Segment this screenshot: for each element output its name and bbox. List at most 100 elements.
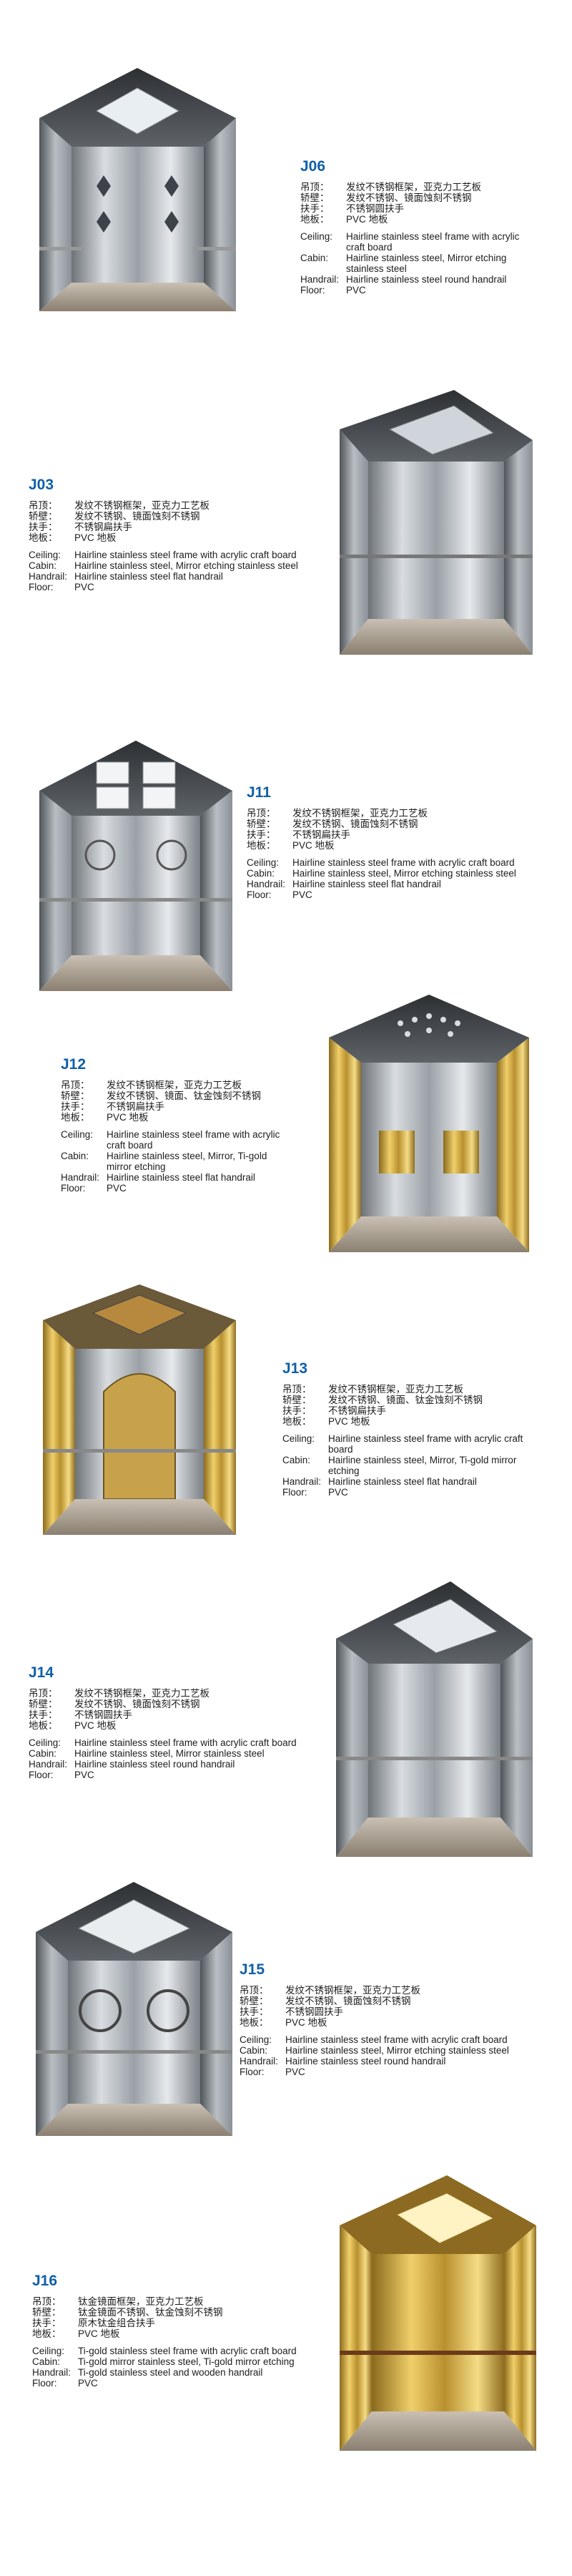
en-value: Hairline stainless steel, Mirror, Ti-gol…	[107, 1151, 267, 1172]
en-value: Ti-gold stainless steel and wooden handr…	[78, 2367, 263, 2378]
cn-value: PVC 地板	[285, 2017, 327, 2028]
en-label: Ceiling:	[32, 2346, 65, 2356]
en-label: Floor:	[61, 1183, 86, 1194]
cabin-image-j13	[43, 1284, 236, 1549]
en-value: Hairline stainless steel round handrail	[346, 274, 507, 285]
cn-label: 扶手：	[282, 1405, 312, 1416]
cn-value: 发纹不锈钢框架，亚克力工艺板	[346, 182, 481, 192]
cn-label: 扶手：	[29, 1709, 58, 1720]
cn-value: PVC 地板	[328, 1416, 370, 1427]
cn-value: PVC 地板	[107, 1112, 149, 1123]
en-value: Hairline stainless steel flat handrail	[107, 1172, 255, 1183]
en-label: Cabin:	[29, 560, 57, 571]
product-code: J14	[29, 1664, 54, 1681]
spec-j14: J14 吊顶：发纹不锈钢框架，亚克力工艺板 轿壁：发纹不锈钢、镜面蚀刻不锈钢 扶…	[29, 1664, 343, 1780]
cn-value: PVC 地板	[292, 840, 335, 851]
en-value: PVC	[74, 1770, 94, 1780]
cn-value: 不锈钢扁扶手	[328, 1405, 386, 1416]
cn-label: 地板：	[247, 840, 276, 851]
cn-value: PVC 地板	[74, 1720, 117, 1731]
en-value: Hairline stainless steel round handrail	[285, 2056, 446, 2067]
cn-label: 轿壁：	[32, 2307, 61, 2318]
en-value: Hairline stainless steel, Mirror etching…	[292, 868, 516, 879]
en-value: PVC	[74, 582, 94, 592]
en-value: Hairline stainless steel flat handrail	[328, 1476, 477, 1487]
cn-label: 扶手：	[240, 2006, 269, 2017]
cn-label: 吊顶：	[247, 808, 276, 819]
cn-label: 吊顶：	[61, 1080, 90, 1091]
en-label: Floor:	[29, 1770, 54, 1780]
en-value: Hairline stainless steel frame with acry…	[74, 550, 297, 560]
cn-value: 发纹不锈钢、镜面蚀刻不锈钢	[74, 1699, 200, 1709]
cn-value: 发纹不锈钢框架，亚克力工艺板	[74, 1688, 209, 1699]
spec-j16: J16 吊顶：钛金镜面框架，亚克力工艺板 轿壁：钛金镜面不锈钢、钛金蚀刻不锈钢 …	[32, 2273, 340, 2389]
en-label: Handrail:	[282, 1476, 322, 1487]
en-value: Hairline stainless steel frame with acry…	[328, 1433, 523, 1455]
cabin-image-j15	[36, 1882, 232, 2147]
cabin-image-j03	[340, 390, 533, 662]
cn-label: 轿壁：	[240, 1996, 269, 2006]
cn-label: 轿壁：	[29, 511, 58, 522]
en-label: Ceiling:	[300, 231, 333, 242]
en-value: Hairline stainless steel frame with acry…	[346, 231, 520, 253]
en-value: PVC	[346, 285, 366, 296]
en-label: Floor:	[240, 2067, 265, 2077]
cabin-image-j16	[340, 2175, 536, 2462]
cn-label: 扶手：	[247, 829, 276, 840]
product-code: J11	[247, 784, 271, 801]
en-value: Hairline stainless steel flat handrail	[74, 571, 223, 582]
cn-value: 发纹不锈钢、镜面蚀刻不锈钢	[346, 192, 472, 203]
cn-value: 不锈钢扁扶手	[107, 1101, 164, 1112]
cn-value: 发纹不锈钢、镜面、钛金蚀刻不锈钢	[107, 1091, 261, 1101]
en-value: PVC	[292, 889, 312, 900]
en-value: Hairline stainless steel frame with acry…	[107, 1129, 280, 1151]
cn-label: 地板：	[29, 1720, 58, 1731]
cn-value: 发纹不锈钢、镜面、钛金蚀刻不锈钢	[328, 1395, 483, 1405]
cn-value: PVC 地板	[346, 214, 388, 225]
cn-label: 地板：	[32, 2328, 61, 2339]
en-label: Handrail:	[240, 2056, 279, 2067]
cn-value: 不锈钢圆扶手	[74, 1709, 132, 1720]
en-label: Floor:	[300, 285, 325, 296]
cn-value: 发纹不锈钢框架，亚克力工艺板	[74, 500, 209, 511]
spec-j15: J15 吊顶：发纹不锈钢框架，亚克力工艺板 轿壁：发纹不锈钢、镜面蚀刻不锈钢 扶…	[240, 1961, 554, 2077]
cn-label: 扶手：	[300, 203, 330, 214]
cn-value: 不锈钢扁扶手	[74, 522, 132, 532]
cn-value: 发纹不锈钢框架，亚克力工艺板	[107, 1080, 242, 1091]
en-label: Ceiling:	[29, 550, 61, 560]
cn-value: 发纹不锈钢、镜面蚀刻不锈钢	[292, 819, 418, 829]
en-label: Cabin:	[300, 253, 329, 263]
cn-value: 发纹不锈钢框架，亚克力工艺板	[292, 808, 428, 819]
en-value: Hairline stainless steel, Mirror etching…	[285, 2045, 509, 2056]
cn-value: 不锈钢扁扶手	[292, 829, 350, 840]
cn-value: 钛金镜面框架，亚克力工艺板	[78, 2296, 204, 2307]
en-label: Floor:	[29, 582, 54, 592]
cn-value: PVC 地板	[74, 532, 117, 543]
en-value: Ti-gold stainless steel frame with acryl…	[78, 2346, 297, 2356]
cn-value: 发纹不锈钢、镜面蚀刻不锈钢	[74, 511, 200, 522]
en-label: Handrail:	[29, 571, 68, 582]
spec-j06: J06 吊顶：发纹不锈钢框架，亚克力工艺板 轿壁：发纹不锈钢、镜面蚀刻不锈钢 扶…	[300, 159, 536, 296]
en-value: Hairline stainless steel round handrail	[74, 1759, 235, 1770]
en-value: Hairline stainless steel, Mirror stainle…	[74, 1748, 265, 1759]
cn-label: 扶手：	[32, 2318, 61, 2328]
en-label: Handrail:	[61, 1172, 100, 1183]
en-value: Hairline stainless steel frame with acry…	[285, 2034, 508, 2045]
product-code: J16	[32, 2273, 58, 2289]
cn-value: 钛金镜面不锈钢、钛金蚀刻不锈钢	[78, 2307, 223, 2318]
cn-label: 吊顶：	[282, 1384, 312, 1395]
product-code: J15	[240, 1961, 265, 1978]
cabin-image-j14	[336, 1581, 533, 1868]
en-value: PVC	[285, 2067, 305, 2077]
en-label: Cabin:	[247, 868, 275, 879]
product-code: J12	[61, 1056, 87, 1073]
cn-label: 地板：	[300, 214, 330, 225]
cn-label: 扶手：	[61, 1101, 90, 1112]
en-label: Floor:	[247, 889, 272, 900]
spec-j12: J12 吊顶：发纹不锈钢框架，亚克力工艺板 轿壁：发纹不锈钢、镜面、钛金蚀刻不锈…	[61, 1056, 290, 1194]
product-code: J13	[282, 1360, 308, 1377]
en-value: Hairline stainless steel flat handrail	[292, 879, 441, 889]
cn-label: 吊顶：	[32, 2296, 61, 2307]
cn-label: 地板：	[240, 2017, 269, 2028]
en-label: Cabin:	[282, 1455, 311, 1465]
